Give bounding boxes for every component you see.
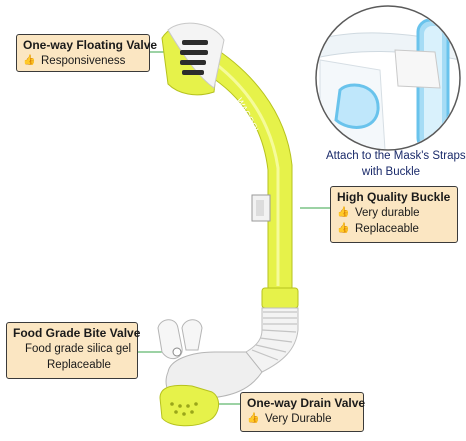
drain-valve-point: 👍 Very Durable xyxy=(247,413,332,425)
thumbs-up-icon: 👍 xyxy=(337,223,350,234)
buckle-point: 👍 Very durable xyxy=(337,207,420,219)
buckle-callout: High Quality Buckle 👍 Very durable 👍 Rep… xyxy=(330,186,458,243)
drain-valve-title: One-way Drain Valve xyxy=(247,396,366,410)
inset-caption-line2: with Buckle xyxy=(361,166,421,178)
floating-valve-point: 👍 Responsiveness xyxy=(23,55,126,67)
thumbs-up-icon: 👍 xyxy=(247,413,260,424)
bite-valve-point: Replaceable xyxy=(47,359,111,371)
buckle-title: High Quality Buckle xyxy=(337,190,451,204)
buckle-point: 👍 Replaceable xyxy=(337,223,419,235)
drain-valve-callout: One-way Drain Valve 👍 Very Durable xyxy=(240,392,366,432)
mask-strap-inset xyxy=(315,5,461,151)
bite-valve-title: Food Grade Bite Valve xyxy=(13,326,141,340)
bite-valve-point: Food grade silica gel xyxy=(25,343,132,355)
thumbs-up-icon: 👍 xyxy=(337,207,350,218)
bite-valve-callout: Food Grade Bite Valve Food grade silica … xyxy=(6,322,141,379)
floating-valve-title: One-way Floating Valve xyxy=(23,38,158,52)
inset-caption-line1: Attach to the Mask's Straps xyxy=(326,150,466,162)
thumbs-up-icon: 👍 xyxy=(23,55,36,66)
snorkel-tube xyxy=(157,22,299,427)
floating-valve-callout: One-way Floating Valve 👍 Responsiveness xyxy=(16,34,158,72)
inset-caption: Attach to the Mask's Straps with Buckle xyxy=(326,148,466,180)
